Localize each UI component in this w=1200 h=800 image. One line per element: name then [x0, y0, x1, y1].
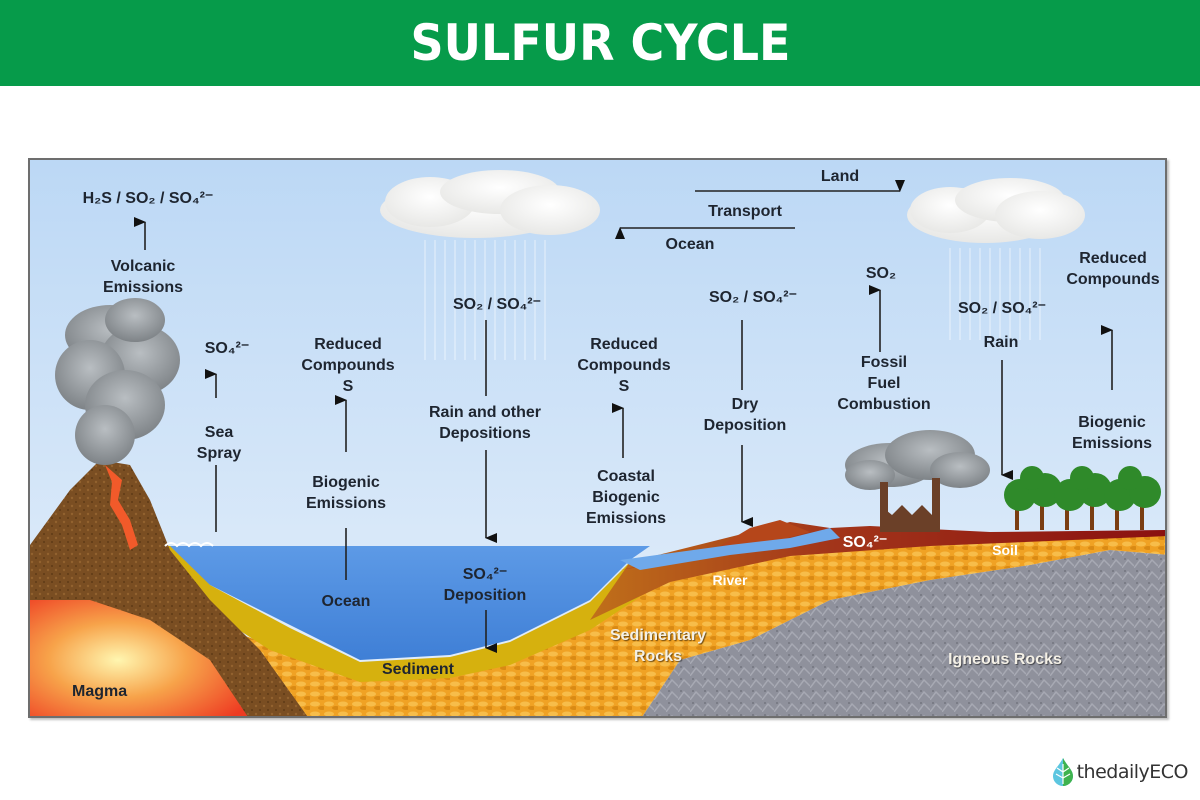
label-line: S — [618, 378, 630, 395]
rain-ocean-compounds-label: SO₂ / SO₄²⁻ — [452, 296, 542, 313]
label-line: Volcanic — [110, 258, 176, 275]
igneous-rocks-label: Igneous Rocks — [948, 651, 1062, 668]
factory-smoke — [845, 430, 990, 490]
cloud-ocean — [380, 170, 600, 238]
label-line: Biogenic — [592, 489, 660, 506]
rain-depositions-label: Rain and other Depositions — [429, 402, 541, 444]
river-water — [620, 528, 840, 570]
coastal-biogenic-label: Coastal Biogenic Emissions — [586, 466, 666, 529]
forest — [1004, 466, 1161, 530]
so4-deposition-label: SO₄²⁻ Deposition — [444, 564, 527, 606]
transport-ocean-label: Ocean — [665, 236, 715, 253]
sea-spray-label: Sea Spray — [197, 422, 241, 464]
biogenic-emissions-land-label: Biogenic Emissions — [1072, 412, 1152, 454]
reduced-compounds-land-label: Reduced Compounds — [1066, 248, 1159, 290]
label-line: Spray — [196, 445, 242, 462]
thedailyeco-logo[interactable]: thedailyECO — [1052, 758, 1189, 786]
ocean — [160, 546, 650, 660]
rain-ocean — [424, 240, 546, 360]
transport-land-label: Land — [820, 168, 860, 185]
magma-chamber — [30, 600, 248, 716]
rain-land-label: Rain — [983, 334, 1019, 351]
sedimentary-rocks-label: Sedimentary Rocks — [610, 625, 706, 667]
river-label: River — [712, 572, 748, 588]
cloud-land — [907, 178, 1085, 243]
label-line: Fossil — [860, 354, 908, 371]
label-line: Fuel — [867, 375, 901, 392]
fossil-fuel-combustion-label: Fossil Fuel Combustion — [837, 352, 930, 415]
biogenic-emissions-ocean-label: Biogenic Emissions — [306, 472, 386, 514]
sediment-layer — [150, 545, 750, 682]
label-line: Reduced — [1079, 250, 1147, 267]
label-line: Deposition — [443, 587, 527, 604]
sedimentary-rocks — [150, 535, 1165, 716]
page-title: SULFUR CYCLE — [410, 14, 790, 72]
label-line: Emissions — [1071, 435, 1153, 452]
ocean-label: Ocean — [321, 593, 371, 610]
rain-land — [949, 248, 1041, 340]
label-line: Combustion — [837, 396, 931, 413]
sea-spray-compound-label: SO₄²⁻ — [204, 340, 250, 357]
label-line: Rain and other — [428, 404, 542, 421]
label-line: Rocks — [633, 648, 683, 665]
label-line: Emissions — [585, 510, 667, 527]
label-line: Emissions — [305, 495, 387, 512]
leaf-drop-icon — [1052, 758, 1073, 786]
factory — [880, 478, 940, 532]
transport-label: Transport — [708, 203, 782, 220]
river-hill — [620, 520, 810, 570]
label-line: Coastal — [597, 468, 655, 485]
flow-arrows — [134, 180, 1113, 653]
label-line: Compounds — [301, 357, 395, 374]
sediment-label: Sediment — [381, 661, 455, 678]
soil-so4-label: SO₄²⁻ — [842, 534, 888, 551]
label-line: Deposition — [703, 417, 787, 434]
igneous-rocks — [642, 550, 1165, 716]
volcanic-emissions-label: Volcanic Emissions — [103, 256, 183, 298]
rain-land-compounds-label: SO₂ / SO₄²⁻ — [957, 300, 1047, 317]
label-line: Depositions — [439, 425, 531, 442]
logo-text: thedailyECO — [1076, 761, 1189, 783]
label-line: SO₄²⁻ — [462, 566, 508, 583]
volcanic-compounds-label: H₂S / SO₂ / SO₄²⁻ — [82, 190, 214, 207]
fossil-so2-label: SO₂ — [865, 265, 897, 282]
label-line: Sedimentary — [609, 627, 707, 644]
diagram-artwork — [30, 160, 1165, 716]
label-line: Compounds — [577, 357, 671, 374]
label-line: Reduced — [314, 336, 382, 353]
label-line: Dry — [731, 396, 759, 413]
label-line: Compounds — [1066, 271, 1160, 288]
label-line: Biogenic — [312, 474, 380, 491]
label-line: S — [342, 378, 354, 395]
lava-flow — [105, 465, 138, 550]
dry-deposition-compounds-label: SO₂ / SO₄²⁻ — [708, 289, 798, 306]
sea-spray-waves — [164, 542, 214, 548]
title-banner: SULFUR CYCLE — [0, 0, 1200, 86]
label-line: Biogenic — [1078, 414, 1146, 431]
soil-label: Soil — [992, 542, 1018, 558]
reduced-compounds-ocean-label: Reduced Compounds S — [301, 334, 394, 397]
sulfur-cycle-diagram: H₂S / SO₂ / SO₄²⁻ Volcanic Emissions SO₄… — [28, 158, 1167, 718]
volcanic-plume — [55, 298, 180, 465]
label-line: Emissions — [102, 279, 184, 296]
dry-deposition-label: Dry Deposition — [704, 394, 787, 436]
label-line: Reduced — [590, 336, 658, 353]
magma-label: Magma — [72, 683, 128, 700]
reduced-compounds-coastal-label: Reduced Compounds S — [577, 334, 670, 397]
label-line: Sea — [204, 424, 234, 441]
